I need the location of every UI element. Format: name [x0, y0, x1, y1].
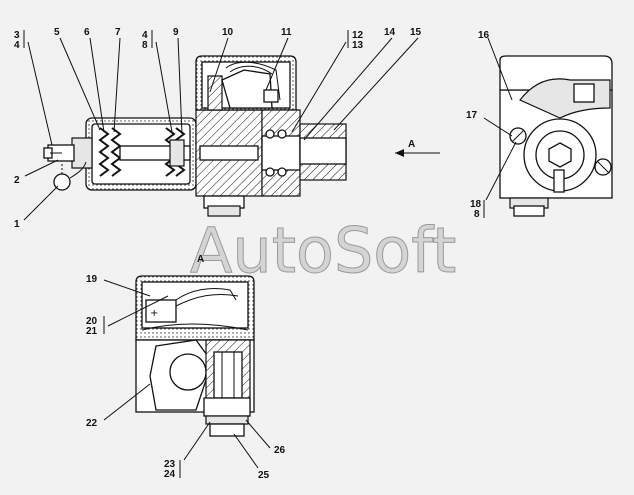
callout-20: 20 — [86, 316, 98, 327]
callout-3: 3 — [14, 30, 20, 41]
end-cap — [71, 137, 93, 169]
section-label: A — [197, 254, 204, 265]
callout-1: 1 — [14, 219, 20, 230]
contact — [263, 89, 279, 103]
callout-24: 24 — [164, 469, 176, 480]
view-a — [499, 55, 613, 217]
bottom-washer — [205, 415, 249, 425]
bottom-bore — [213, 351, 243, 399]
bottom-section-view: + — [135, 275, 255, 437]
callout-10: 10 — [222, 27, 234, 38]
main-section-view: A — [43, 55, 440, 217]
view-a-hex — [548, 142, 572, 168]
callout-9: 9 — [173, 27, 179, 38]
callout-7: 7 — [115, 27, 121, 38]
callout-21: 21 — [86, 326, 98, 337]
bore — [199, 145, 259, 161]
callout-19: 19 — [86, 274, 98, 285]
callout-26: 26 — [274, 445, 286, 456]
callout-12: 12 — [352, 30, 364, 41]
callout-4b: 4 — [142, 30, 148, 41]
callout-16: 16 — [478, 30, 490, 41]
callout-labels: 3 4 2 1 5 6 7 4 8 9 10 11 12 13 14 15 16… — [14, 27, 490, 481]
callout-8b: 8 — [474, 209, 480, 220]
leader-lines — [23, 30, 517, 478]
right-bore — [261, 135, 301, 171]
callout-13: 13 — [352, 40, 364, 51]
callout-14: 14 — [384, 27, 396, 38]
view-a-stem — [553, 169, 565, 193]
view-a-block — [573, 83, 595, 103]
flange-nut — [207, 205, 241, 217]
bottom-plug — [203, 397, 251, 417]
callout-25: 25 — [258, 470, 270, 481]
bracket — [207, 75, 223, 111]
watermark-text: AutoSoft — [190, 214, 456, 287]
callout-5: 5 — [54, 27, 60, 38]
callout-2: 2 — [14, 175, 20, 186]
callout-11: 11 — [281, 27, 292, 38]
callout-23: 23 — [164, 459, 176, 470]
callout-4: 4 — [14, 40, 20, 51]
svg-text:+: + — [150, 308, 158, 319]
outlet-channel — [299, 137, 347, 165]
spring-left — [98, 127, 122, 177]
callout-18: 18 — [470, 199, 482, 210]
piston-nut — [169, 139, 185, 167]
bottom-port — [169, 353, 207, 391]
callout-6: 6 — [84, 27, 90, 38]
view-label: A — [408, 139, 415, 150]
callout-17: 17 — [466, 110, 478, 121]
callout-8: 8 — [142, 40, 148, 51]
callout-22: 22 — [86, 418, 98, 429]
callout-15: 15 — [410, 27, 422, 38]
bottom-nut — [209, 423, 245, 437]
